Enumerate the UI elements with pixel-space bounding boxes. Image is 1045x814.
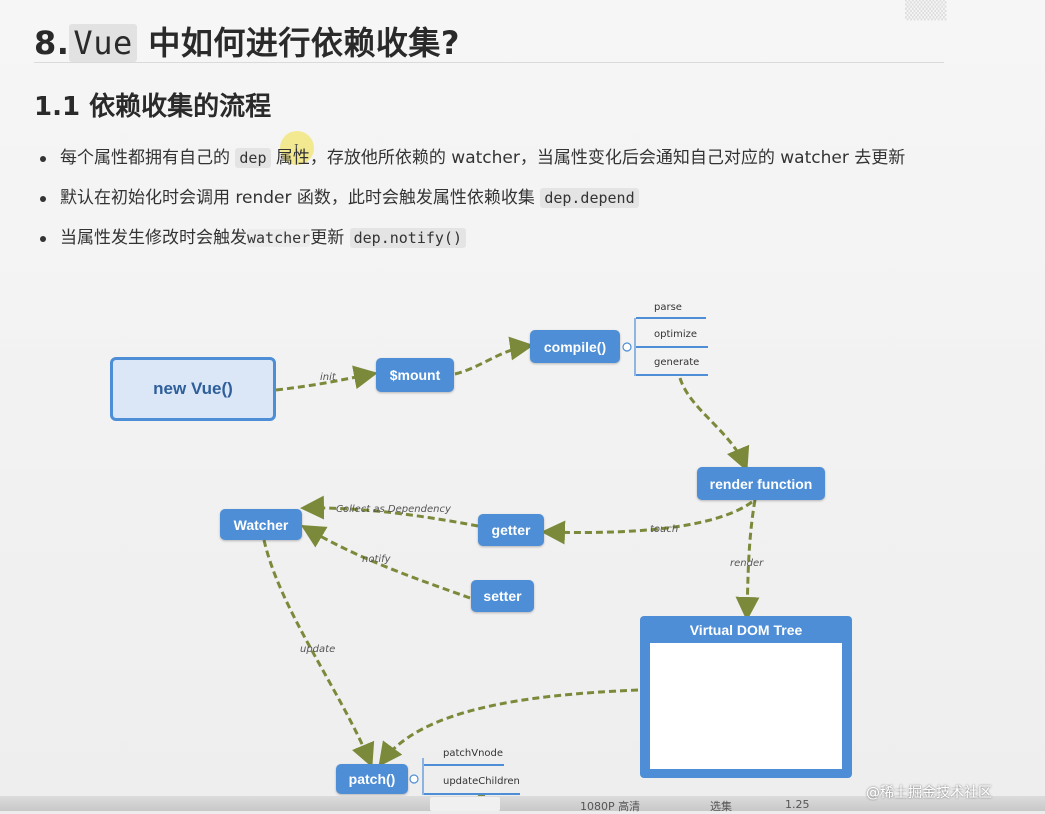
- bullet-2-code: dep.depend: [540, 188, 639, 208]
- edge-label-update: update: [300, 644, 336, 655]
- section-heading: 1.1 依赖收集的流程: [34, 92, 272, 122]
- bullet-2-text: 默认在初始化时会调用 render 函数，此时会触发属性依赖收集: [60, 188, 541, 208]
- corner-watermark: ▒▒▒: [905, 0, 947, 21]
- edge-mount-compile: [454, 336, 534, 376]
- title-divider: [34, 62, 944, 63]
- node-compile: compile(): [530, 330, 620, 363]
- edge-label-init: init: [320, 372, 336, 383]
- edge-collect: [300, 495, 479, 528]
- compile-connector: [622, 342, 632, 352]
- node-watcher: Watcher: [220, 509, 302, 540]
- patch-connector: [409, 774, 419, 784]
- title-number: 8.: [34, 24, 70, 62]
- patch-child-patchvnode-bar: [424, 764, 504, 766]
- edge-label-render: render: [730, 558, 764, 569]
- node-setter: setter: [471, 580, 534, 612]
- node-getter: getter: [478, 514, 544, 546]
- patch-child-updatechildren-bar: [424, 793, 520, 795]
- video-player-bar: 1080P 高清 选集 1.25: [0, 796, 1045, 813]
- vdom-canvas: [650, 643, 842, 769]
- edge-label-touch: touch: [650, 524, 679, 535]
- title-code: Vue: [69, 24, 137, 62]
- bullet-1-text-a: 每个属性都拥有自己的: [60, 148, 236, 168]
- compile-child-parse: parse: [654, 302, 682, 313]
- bullet-item-2: 默认在初始化时会调用 render 函数，此时会触发属性依赖收集 dep.dep…: [40, 183, 950, 214]
- edge-update: [262, 539, 375, 768]
- node-new-vue: new Vue(): [110, 357, 276, 421]
- node-mount: $mount: [376, 358, 454, 392]
- bullet-1-code: dep: [235, 148, 271, 168]
- edge-vdom-patch: [378, 688, 639, 767]
- edge-notify: [300, 524, 471, 600]
- patch-child-updatechildren: updateChildren: [443, 776, 520, 787]
- edge-touch: [541, 500, 753, 545]
- edge-generate-render: [678, 377, 750, 472]
- bullet-1-text-b: 属性，存放他所依赖的 watcher，当属性变化后会通知自己对应的 watche…: [270, 148, 906, 168]
- player-control-chip[interactable]: [430, 797, 500, 811]
- edge-label-collect: Collect as Dependency: [336, 504, 451, 515]
- compile-child-generate: generate: [654, 357, 700, 368]
- bullet-item-1: 每个属性都拥有自己的 dep 属性，存放他所依赖的 watcher，当属性变化后…: [40, 143, 950, 174]
- bullet-3-code-1: watcher: [247, 229, 311, 247]
- episodes-button[interactable]: 选集: [710, 800, 732, 813]
- title-text: 中如何进行依赖收集?: [136, 24, 460, 62]
- bullet-3-code-2: dep.notify(): [349, 228, 466, 248]
- site-watermark: @稀土掘金技术社区: [866, 785, 992, 801]
- edge-label-notify: notify: [362, 554, 391, 565]
- compile-child-generate-bar: [636, 374, 708, 376]
- node-vdom-tree: Virtual DOM Tree: [640, 616, 852, 778]
- bullet-3-text-a: 当属性发生修改时会触发: [60, 228, 247, 248]
- text-cursor-icon: I: [294, 142, 299, 156]
- edge-render: [735, 499, 760, 621]
- patch-child-patchvnode: patchVnode: [443, 748, 504, 759]
- edge-init: [275, 365, 378, 392]
- vdom-title: Virtual DOM Tree: [689, 622, 803, 638]
- bullet-item-3: 当属性发生修改时会触发watcher更新 dep.notify(): [40, 223, 950, 254]
- page-title: 8.Vue 中如何进行依赖收集?: [34, 18, 460, 64]
- compile-child-optimize: optimize: [654, 329, 698, 340]
- node-render-function: render function: [697, 467, 825, 500]
- dependency-flow-diagram: new Vue() $mount compile() render functi…: [0, 290, 1045, 811]
- bullet-list: 每个属性都拥有自己的 dep 属性，存放他所依赖的 watcher，当属性变化后…: [40, 143, 950, 254]
- cursor-highlight: [280, 131, 314, 165]
- compile-child-optimize-bar: [636, 346, 708, 348]
- node-patch: patch(): [336, 764, 408, 794]
- quality-button[interactable]: 1080P 高清: [580, 800, 641, 813]
- compile-child-parse-bar: [636, 317, 706, 319]
- bullet-3-text-b: 更新: [310, 228, 350, 248]
- speed-button[interactable]: 1.25: [785, 798, 810, 811]
